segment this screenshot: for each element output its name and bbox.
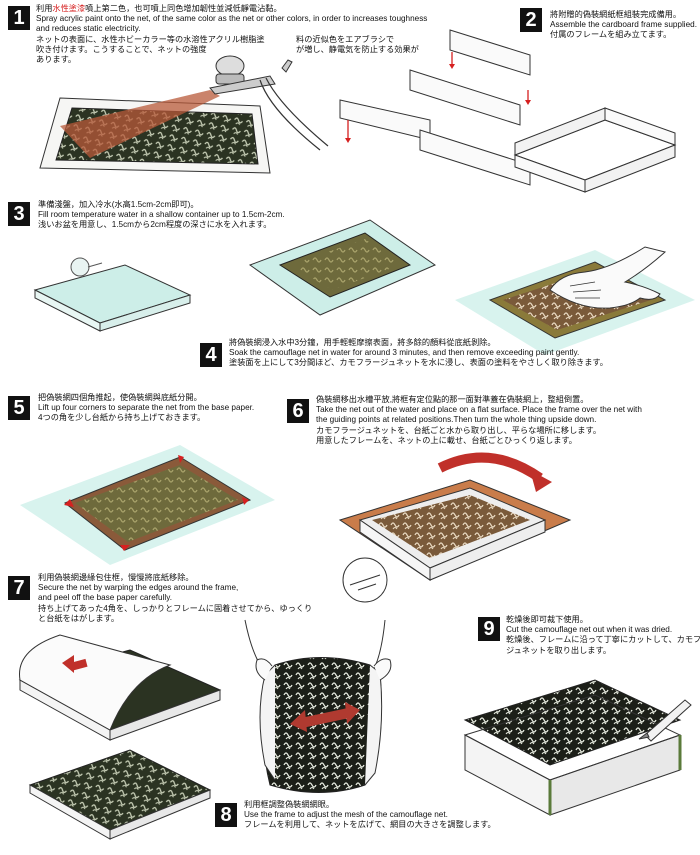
- step-9-illustration: [463, 679, 692, 816]
- step-3-tray-illustration: [33, 257, 192, 332]
- flip-arrow-icon: [437, 452, 543, 483]
- step-2-text: 將附贈的偽裝網紙框組裝完成備用。 Assemble the cardboard …: [550, 10, 697, 40]
- step-number: 2: [520, 8, 542, 32]
- step-1-line-5: 吹き付けます。こうすることで、ネットの強度: [36, 44, 207, 54]
- step-1-line-3: and reduces static electricity.: [36, 24, 141, 34]
- step-number: 8: [215, 803, 237, 827]
- flip-arrow-icon: [530, 470, 552, 492]
- cutter-knife-icon: [638, 699, 692, 742]
- step-1-line-4: ネットの表面に、水性ホビーカラー等の水溶性アクリル樹脂塗: [36, 34, 265, 44]
- step-9-text: 乾燥後即可裁下使用。 Cut the camouflage net out wh…: [506, 615, 700, 655]
- water-pour-icon: [70, 257, 103, 277]
- step-number: 6: [287, 399, 309, 423]
- step-8-illustration: [244, 619, 392, 793]
- step-7-peel-illustration: [18, 634, 222, 741]
- corner-arrow-icon: [64, 499, 74, 507]
- step-1-side-text: 料の近似色をエアブラシで が増し、静電気を防止する効果が: [296, 35, 419, 55]
- step-number: 5: [8, 396, 30, 420]
- step-7-result-illustration: [28, 749, 212, 840]
- corner-arrow-icon: [242, 497, 249, 505]
- step-number: 1: [8, 6, 30, 30]
- step-number: 3: [8, 202, 30, 226]
- step-4-text: 將偽裝網浸入水中3分鐘，用手輕輕摩擦表面，將多餘的顏料從底紙剝除。 Soak t…: [229, 338, 608, 368]
- step-1-line-1: 利用水性塗漆噴上第二色，也可噴上同色增加韌性並減低靜電沾黏。: [36, 4, 282, 13]
- step-number: 7: [8, 576, 30, 600]
- step-5-text: 把偽裝網四個角推起，使偽裝網與底紙分開。 Lift up four corner…: [38, 393, 255, 423]
- corner-arrow-icon: [120, 545, 130, 551]
- step-number: 9: [478, 617, 500, 641]
- step-number: 4: [200, 343, 222, 367]
- step-1-text: 利用水性塗漆噴上第二色，也可噴上同色增加韌性並減低靜電沾黏。 Spray acr…: [36, 4, 427, 65]
- step-6-illustration: [338, 452, 572, 603]
- corner-arrow-icon: [178, 455, 184, 463]
- step-8-text: 利用框調整偽裝網網眼。 Use the frame to adjust the …: [244, 800, 496, 830]
- step-3-text: 準備淺盤，加入冷水(水高1.5cm-2cm即可)。 Fill room temp…: [38, 200, 285, 230]
- step-1-line-2: Spray acrylic paint onto the net, of the…: [36, 14, 428, 24]
- step-1-illustration: [39, 55, 329, 174]
- step-1-line-6: あります。: [36, 55, 77, 65]
- step-3-rub-illustration: [455, 246, 695, 355]
- step-5-illustration: [20, 445, 275, 565]
- step-2-illustration: [339, 29, 677, 193]
- step-7-text: 利用偽裝網邊緣包住框，慢慢將底紙移除。 Secure the net by wa…: [38, 573, 313, 623]
- airbrush-icon: [209, 55, 329, 151]
- step-3-soak-illustration: [248, 219, 437, 316]
- peel-arrow-icon: [62, 655, 74, 673]
- step-6-text: 偽裝網移出水槽平放,將框有定位點的那一面對準蓋在偽裝網上，整組倒置。 Take …: [316, 395, 642, 445]
- stretch-arrow-icon: [290, 702, 360, 732]
- hand-icon: [549, 246, 667, 309]
